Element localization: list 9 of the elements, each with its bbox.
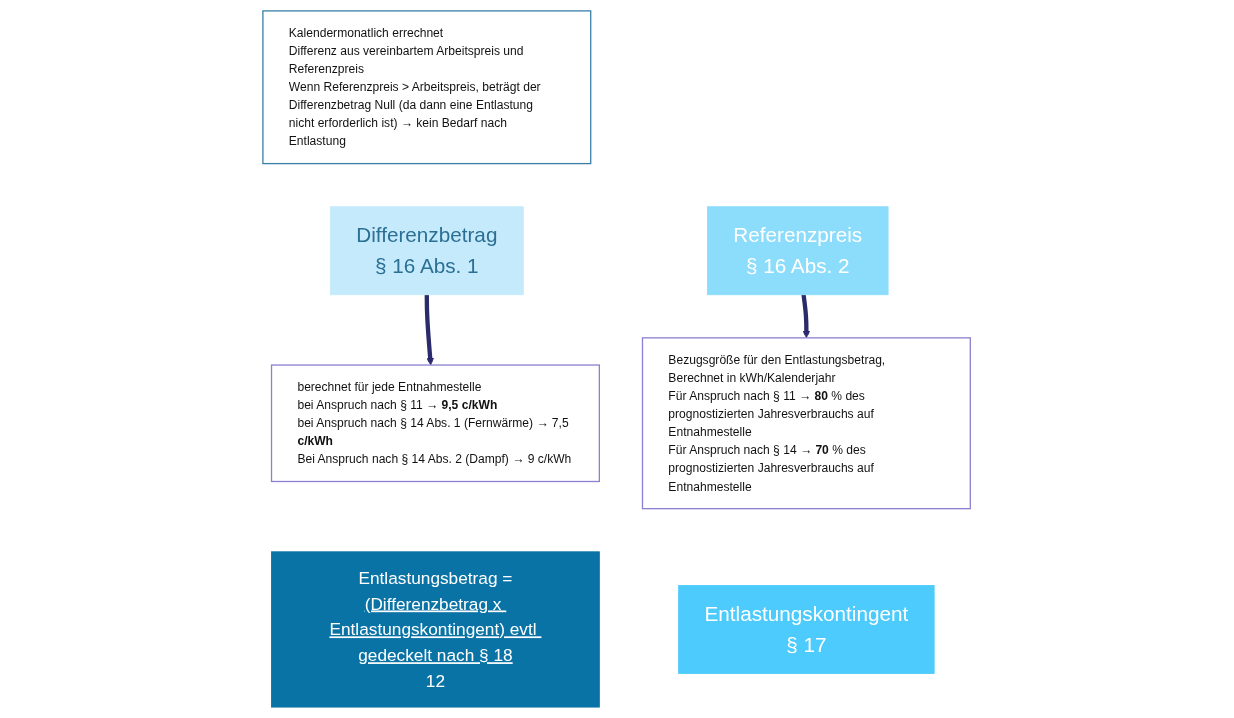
node-box: Differenzbetrag § 16 Abs. 1 xyxy=(330,206,525,296)
node-box: Entlastungskontingent § 17 xyxy=(678,585,935,674)
arrow xyxy=(425,294,435,366)
node-box: Referenzpreis § 16 Abs. 2 xyxy=(707,206,889,296)
node-box: Bezugsgröße für den Entlastungsbetrag, Berechnet in kWh/Kalenderjahr Für Anspruch nach § 11 → 80 % des prognostizierten Jahresverbrauchs auf Entnahmestelle Für Anspruch nach § 14 → 70 % des prognostizierten Jahresverbrauchs auf Entnahmestelle xyxy=(642,337,972,510)
node-box: berechnet für jede Entnahmestelle bei Anspruch nach § 11 → 9,5 c/kWh bei Anspruch nach § 14 Abs. 1 (Fernwärme) → 7,5 c/kWh Bei Anspruch nach § 14 Abs. 2 (Dampf) → 9 c/kWh xyxy=(271,364,601,483)
node-box: Kalendermonatlich errechnet Differenz aus vereinbartem Arbeitspreis und Referenzpreis Wenn Referenzpreis > Arbeitspreis, beträgt der Differenzbetrag Null (da dann eine Entlastung nicht erforderlich ist) → kein Bedarf nach Entlastung xyxy=(262,10,592,165)
node-box: Entlastungsbetrag = (Differenzbetrag x Entlastungskontingent) evtl gedeckelt nach § 18 12 xyxy=(271,551,601,708)
arrow xyxy=(801,294,811,339)
